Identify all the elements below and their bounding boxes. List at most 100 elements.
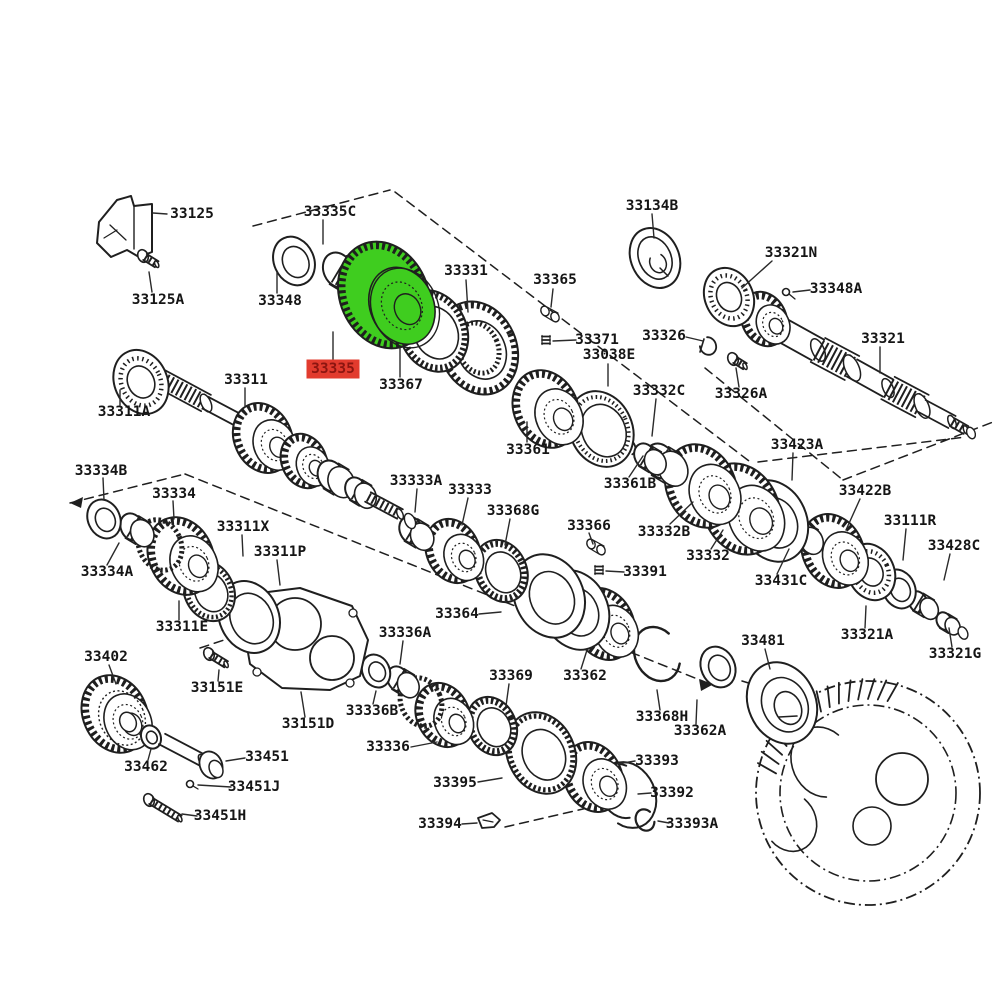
part-label-33395[interactable]: 33395 xyxy=(433,775,477,791)
part-label-33391[interactable]: 33391 xyxy=(623,564,667,580)
part-label-33125[interactable]: 33125 xyxy=(170,206,214,222)
part-label-33361B[interactable]: 33361B xyxy=(604,476,657,492)
part-label-33362[interactable]: 33362 xyxy=(563,668,607,684)
part-label-33334[interactable]: 33334 xyxy=(152,486,196,502)
part-label-33311A[interactable]: 33311A xyxy=(98,404,151,420)
part-shape xyxy=(521,728,567,781)
part-shape xyxy=(610,622,630,645)
part-shape xyxy=(965,426,977,440)
part-label-33368H[interactable]: 33368H xyxy=(636,709,688,725)
part-label-33321G[interactable]: 33321G xyxy=(929,646,981,662)
part-label-33333A[interactable]: 33333A xyxy=(390,473,443,489)
part-label-33393A[interactable]: 33393A xyxy=(666,816,719,832)
part-label-33311[interactable]: 33311 xyxy=(224,372,268,388)
part-shape xyxy=(467,697,517,755)
part-label-33392[interactable]: 33392 xyxy=(650,785,694,801)
construction-dashed-line xyxy=(69,473,186,504)
part-label-33134B[interactable]: 33134B xyxy=(626,198,679,214)
part-label-33326A[interactable]: 33326A xyxy=(715,386,768,402)
part-label-33333[interactable]: 33333 xyxy=(448,482,492,498)
leader-line-33336A xyxy=(399,640,404,665)
part-line xyxy=(142,259,156,269)
part-line xyxy=(856,358,895,381)
part-label-33362A[interactable]: 33362A xyxy=(674,723,727,739)
part-label-33366[interactable]: 33366 xyxy=(567,518,611,534)
leader-line-33111R xyxy=(902,528,907,561)
part-label-33423A[interactable]: 33423A xyxy=(771,437,824,453)
part-label-33428C[interactable]: 33428C xyxy=(928,538,980,554)
part-33321N-drawing xyxy=(702,266,756,328)
part-label-33151E[interactable]: 33151E xyxy=(191,680,243,696)
part-shape xyxy=(458,549,476,570)
part-label-33361[interactable]: 33361 xyxy=(506,442,550,458)
part-label-33393[interactable]: 33393 xyxy=(635,753,679,769)
part-label-33332[interactable]: 33332 xyxy=(686,548,730,564)
leader-line-33332C xyxy=(651,398,657,437)
part-line xyxy=(765,739,784,756)
part-label-33364[interactable]: 33364 xyxy=(435,606,479,622)
part-label-33334B[interactable]: 33334B xyxy=(75,463,128,479)
part-33038E-drawing xyxy=(567,390,635,468)
part-label-33332C[interactable]: 33332C xyxy=(633,383,685,399)
part-label-33348A[interactable]: 33348A xyxy=(810,281,863,297)
part-label-33431C[interactable]: 33431C xyxy=(755,573,807,589)
part-label-33335[interactable]: 33335 xyxy=(311,361,355,377)
leader-line-33365 xyxy=(550,288,554,308)
part-label-33336A[interactable]: 33336A xyxy=(379,625,432,641)
part-33395-drawing xyxy=(504,711,578,795)
part-line xyxy=(208,657,226,669)
part-shape xyxy=(202,646,216,662)
part-label-33335C[interactable]: 33335C xyxy=(304,204,356,220)
part-line xyxy=(735,356,748,365)
part-shape xyxy=(749,507,774,535)
part-label-33336B[interactable]: 33336B xyxy=(346,703,399,719)
part-33393-drawing xyxy=(538,741,628,813)
part-label-33311P[interactable]: 33311P xyxy=(254,544,307,560)
part-33335-drawing xyxy=(336,240,441,350)
part-label-33422B[interactable]: 33422B xyxy=(839,483,892,499)
part-label-33451J[interactable]: 33451J xyxy=(228,779,280,795)
part-label-33321A[interactable]: 33321A xyxy=(841,627,894,643)
part-label-33451[interactable]: 33451 xyxy=(245,749,289,765)
part-label-33311X[interactable]: 33311X xyxy=(217,519,270,535)
part-label-33151D[interactable]: 33151D xyxy=(282,716,335,732)
leader-line-33394 xyxy=(461,822,478,825)
part-line xyxy=(826,685,831,709)
part-label-33367[interactable]: 33367 xyxy=(379,377,423,393)
part-label-33038E[interactable]: 33038E xyxy=(583,347,635,363)
part-shape xyxy=(742,362,748,371)
part-label-33368G[interactable]: 33368G xyxy=(487,503,539,519)
part-label-33311E[interactable]: 33311E xyxy=(156,619,208,635)
construction-dashed-line xyxy=(199,631,249,649)
part-line xyxy=(667,446,683,456)
part-line xyxy=(546,306,559,314)
leader-line-33333 xyxy=(461,497,469,526)
part-label-33321N[interactable]: 33321N xyxy=(765,245,817,261)
part-shape xyxy=(208,759,224,779)
leader-line-33348A xyxy=(792,289,811,293)
part-label-33451H[interactable]: 33451H xyxy=(194,808,246,824)
part-label-33321[interactable]: 33321 xyxy=(861,331,905,347)
part-label-33326[interactable]: 33326 xyxy=(642,328,686,344)
part-label-33336[interactable]: 33336 xyxy=(366,739,410,755)
part-shape xyxy=(506,713,576,793)
part-shape xyxy=(135,517,185,573)
part-label-33111R[interactable]: 33111R xyxy=(884,513,937,529)
part-label-33332B[interactable]: 33332B xyxy=(638,524,691,540)
part-label-33462[interactable]: 33462 xyxy=(124,759,168,775)
part-label-33125A[interactable]: 33125A xyxy=(132,292,185,308)
part-33366-drawing xyxy=(586,538,606,556)
part-label-33402[interactable]: 33402 xyxy=(84,649,128,665)
part-shape xyxy=(118,711,138,733)
part-label-33331[interactable]: 33331 xyxy=(444,263,488,279)
part-label-33365[interactable]: 33365 xyxy=(533,272,577,288)
part-label-33369[interactable]: 33369 xyxy=(489,668,533,684)
part-label-33481[interactable]: 33481 xyxy=(741,633,785,649)
part-arc xyxy=(790,726,840,798)
part-label-33348[interactable]: 33348 xyxy=(258,293,302,309)
part-label-33394[interactable]: 33394 xyxy=(418,816,462,832)
part-line xyxy=(391,688,403,697)
part-label-33334A[interactable]: 33334A xyxy=(81,564,134,580)
part-label-33371[interactable]: 33371 xyxy=(575,332,619,348)
part-shape xyxy=(403,512,417,530)
